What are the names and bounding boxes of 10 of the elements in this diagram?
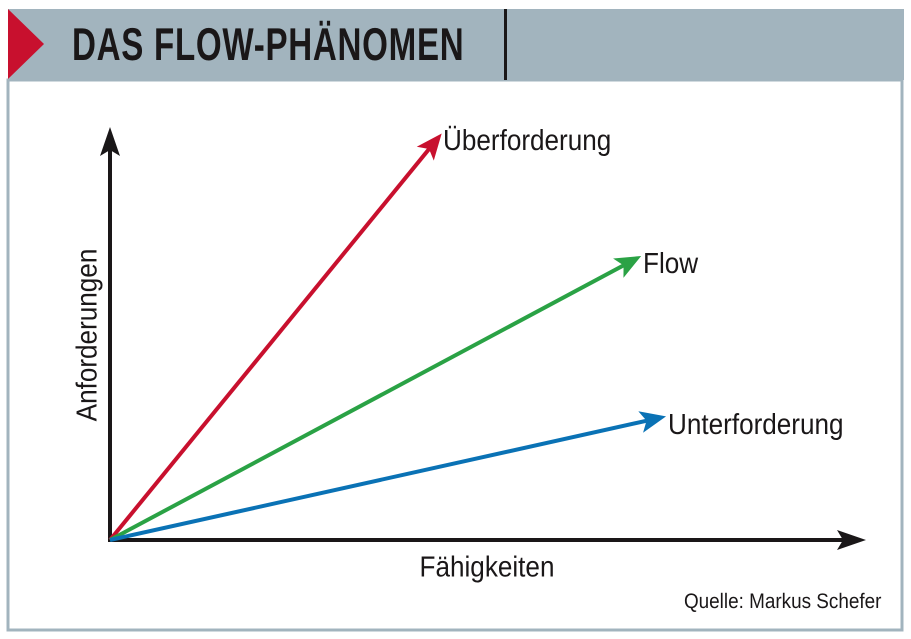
arrow-label: Flow [643,250,698,279]
arrow [110,411,666,542]
arrow-label: Unterforderung [668,411,844,440]
title: DAS FLOW-PHÄNOMEN [72,21,464,67]
axis-label: Fähigkeiten [420,554,554,582]
arrow-label: Überforderung [443,127,612,156]
source-note: Quelle: Markus Schefer [684,591,881,612]
axis-label: Anforderungen [74,248,102,422]
arrow [109,256,642,542]
arrow [108,134,442,542]
